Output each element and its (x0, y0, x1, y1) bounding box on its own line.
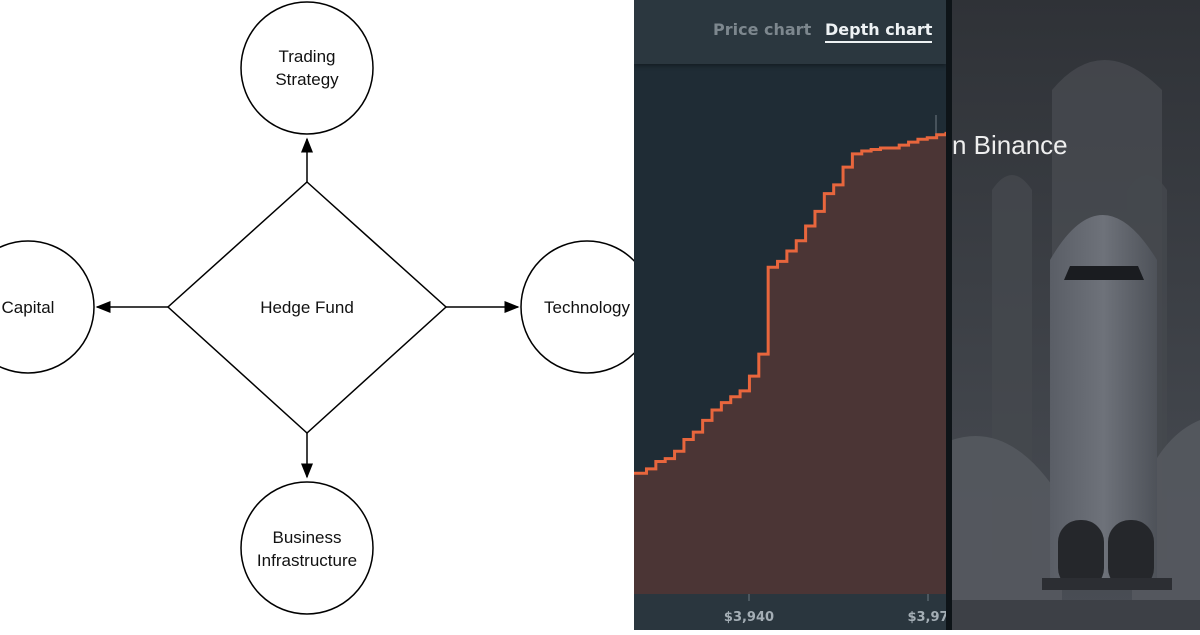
business-infrastructure-node (240, 481, 374, 615)
trading-strategy-label-line1: Trading (278, 47, 335, 66)
hedge-fund-diagram: Hedge Fund Trading Strategy Capital Tech… (0, 1, 654, 615)
business-infrastructure-label-line1: Business (273, 528, 342, 547)
capital-label: Capital (2, 298, 55, 317)
depth-line (634, 131, 946, 475)
x-tick-label: $3,97 (907, 610, 946, 625)
space-shuttle-icon (952, 0, 1200, 630)
x-tick-label: $3,940 (724, 610, 774, 625)
x-axis-band (634, 594, 946, 630)
x-axis: $3,940 $3,97 (634, 594, 946, 630)
depth-chart-panel: 050100150200250300 $3,940$3,97 Price cha… (634, 0, 946, 630)
chart-tab-bar: Price chart Depth chart (634, 0, 946, 64)
hedge-fund-diamond (166, 180, 448, 435)
technology-label: Technology (544, 298, 631, 317)
business-infrastructure-label-line2: Infrastructure (257, 551, 357, 570)
trading-strategy-label-line2: Strategy (275, 70, 339, 89)
depth-area (634, 131, 946, 595)
art-panel: n Binance (952, 0, 1200, 630)
binance-text: n Binance (952, 130, 1068, 160)
capital-node (0, 240, 95, 374)
trading-strategy-node (240, 1, 374, 135)
tab-depth-chart[interactable]: Depth chart (825, 20, 933, 43)
panel-divider (946, 0, 952, 630)
depth-chart-svg: 050100150200250300 $3,940$3,97 (634, 115, 946, 630)
diagram-svg: Hedge Fund Trading Strategy Capital Tech… (0, 1, 654, 615)
hedge-fund-label: Hedge Fund (260, 298, 354, 317)
tab-price-chart[interactable]: Price chart (713, 20, 812, 39)
